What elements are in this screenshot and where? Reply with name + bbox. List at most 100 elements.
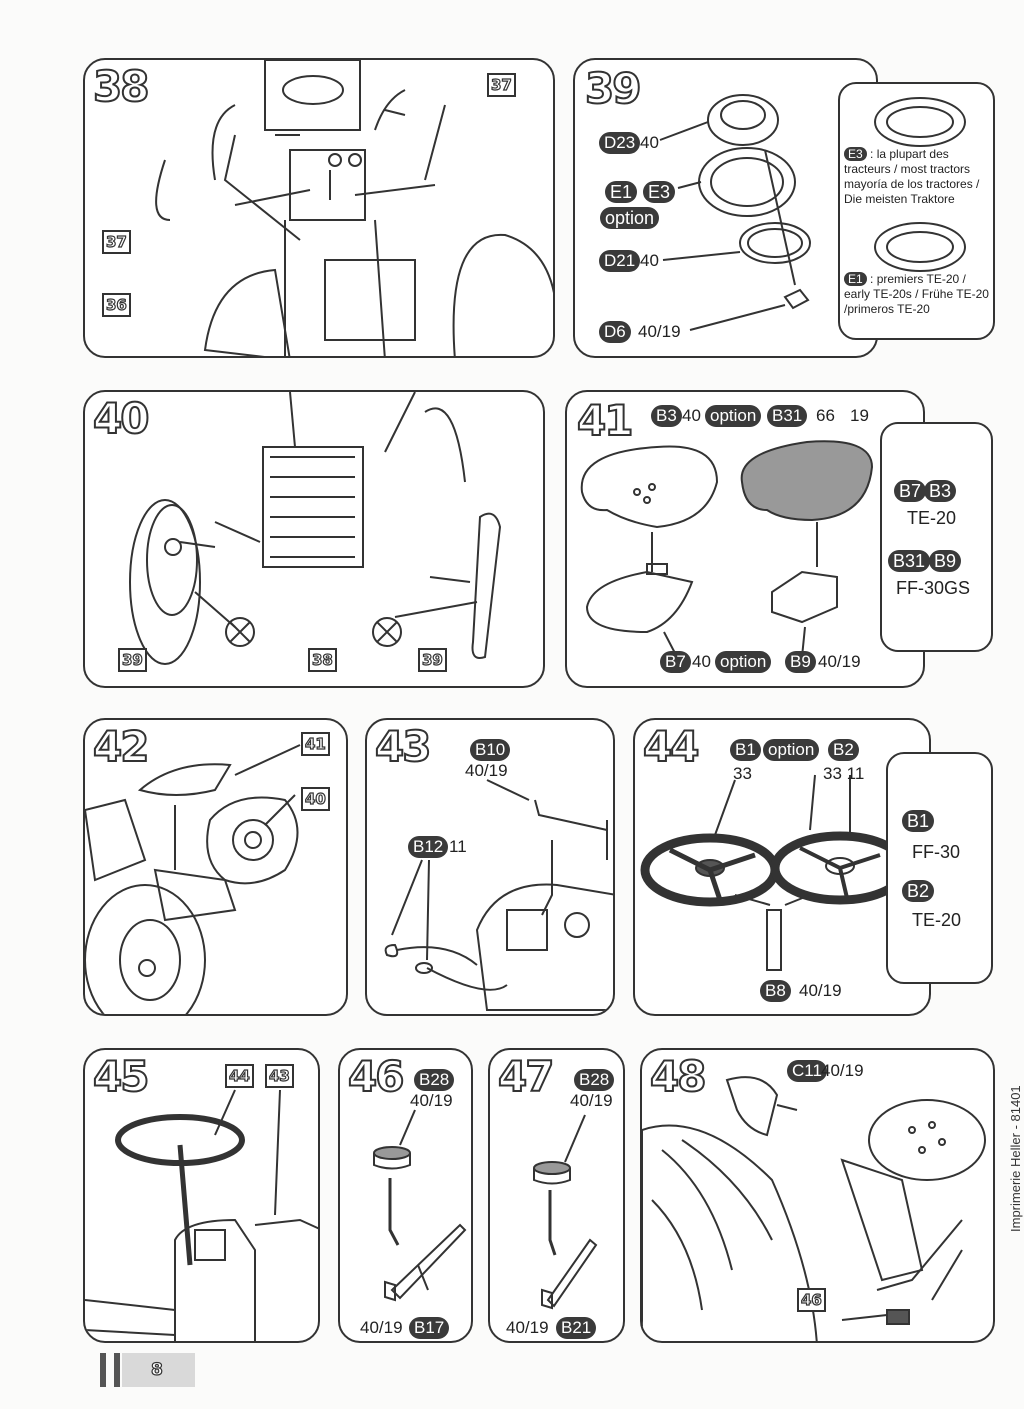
part-qty: 40/19 — [638, 322, 681, 341]
part-qty: 40 — [692, 652, 711, 671]
step-40-drawing — [129, 392, 502, 665]
part-code: B10 — [470, 739, 511, 761]
page-number: 8 — [150, 1359, 163, 1380]
step-42-drawing — [85, 744, 301, 1014]
step-47-panel: 47 B28 40/19 40/19 B21 — [488, 1048, 625, 1343]
part-qty: 40/19 — [570, 1091, 613, 1110]
part-qty: 40/19 — [821, 1061, 864, 1080]
part-code: E1 — [605, 181, 638, 203]
step-45-drawing — [85, 1089, 318, 1341]
step-39-notes-box: E3 : la plupart des tracteurs / most tra… — [838, 82, 995, 340]
variant-label: TE-20 — [907, 508, 957, 528]
part-code: B21 — [556, 1317, 597, 1339]
page-marker-bar — [114, 1353, 120, 1387]
ref-step-39: 39 — [118, 648, 147, 672]
part-code: B2 — [902, 880, 935, 902]
ref-step-46: 46 — [797, 1288, 826, 1312]
part-qty: 11 — [449, 837, 467, 856]
step-number: 43 — [374, 722, 432, 771]
step-38-drawing — [155, 60, 553, 356]
step-44-drawing — [640, 774, 910, 971]
part-qty: 40/19 — [360, 1318, 403, 1337]
ref-step-41: 41 — [301, 732, 330, 756]
step-42-panel: 42 41 40 — [83, 718, 348, 1016]
step-38-panel: 38 37 37 36 — [83, 58, 555, 358]
ref-step-38: 38 — [308, 648, 337, 672]
step-number: 44 — [642, 722, 700, 771]
step-47-drawing — [533, 1114, 598, 1310]
part-code: B31 — [767, 405, 808, 427]
step-43-drawing — [384, 779, 613, 1011]
step-48-panel: 48 C11 40/19 46 — [640, 1048, 995, 1343]
step-39-drawing — [659, 94, 811, 331]
part-qty: 66 — [816, 406, 835, 425]
part-code: B1 — [902, 810, 935, 832]
part-code: B31 — [888, 550, 931, 572]
option-label: option — [763, 739, 820, 761]
part-qty: 40/19 — [410, 1091, 453, 1110]
part-code: B28 — [414, 1069, 455, 1091]
note-e1: E1 : premiers TE-20 / early TE-20s / Frü… — [844, 272, 994, 317]
step-41-panel: 41 B3 40 option B31 66 19 B7 40 option B… — [565, 390, 925, 688]
step-48-drawing — [642, 1076, 986, 1341]
part-code: B28 — [574, 1069, 615, 1091]
part-qty: 40 — [640, 251, 659, 270]
part-code: E3 — [643, 181, 676, 203]
part-qty: 40/19 — [506, 1318, 549, 1337]
page-marker-bar — [100, 1353, 106, 1387]
part-qty: 40/19 — [465, 761, 508, 780]
option-label: option — [715, 651, 772, 673]
part-code: B9 — [929, 550, 962, 572]
variant-label: FF-30 — [912, 842, 961, 862]
part-code: B9 — [785, 651, 816, 673]
part-qty: 33 — [733, 764, 752, 783]
step-45-panel: 45 44 43 — [83, 1048, 320, 1343]
step-41-variants-box: B7 B3 TE-20 B31 B9 FF-30GS — [880, 422, 993, 652]
part-qty: 40/19 — [799, 981, 842, 1000]
step-number: 39 — [584, 64, 642, 113]
variant-label: FF-30GS — [896, 578, 971, 598]
part-code: E1 — [844, 272, 867, 286]
ref-step-37: 37 — [487, 73, 516, 97]
part-code: C11 — [787, 1060, 827, 1082]
ref-step-40: 40 — [301, 787, 330, 811]
part-code: D23 — [599, 132, 641, 154]
step-46-panel: 46 B28 40/19 40/19 B17 — [338, 1048, 473, 1343]
step-number: 42 — [92, 722, 150, 771]
part-code: B17 — [409, 1317, 450, 1339]
step-number: 48 — [649, 1052, 707, 1101]
step-number: 47 — [497, 1052, 555, 1101]
part-code: D6 — [599, 321, 631, 343]
step-46-drawing — [373, 1109, 467, 1302]
note-text: : la plupart des tracteurs / most tracto… — [844, 147, 980, 206]
part-code: B8 — [760, 980, 791, 1002]
ref-step-39: 39 — [418, 648, 447, 672]
step-40-panel: 40 39 38 39 — [83, 390, 545, 688]
part-code: B3 — [651, 405, 682, 427]
step-44-variants-box: B1 FF-30 B2 TE-20 — [886, 752, 993, 984]
ref-step-44: 44 — [225, 1064, 254, 1088]
part-qty: 40 — [682, 406, 701, 425]
part-qty: 40/19 — [818, 652, 861, 671]
option-label: option — [705, 405, 762, 427]
step-number: 46 — [347, 1052, 405, 1101]
part-code: B2 — [828, 739, 859, 761]
step-number: 40 — [92, 394, 150, 443]
part-code: B1 — [730, 739, 761, 761]
part-code: B3 — [924, 480, 957, 502]
step-41-drawing — [580, 440, 874, 658]
part-qty: 40 — [640, 133, 659, 152]
page-number-box — [122, 1353, 195, 1387]
step-44-panel: 44 B1 option B2 33 33 11 B8 40/19 — [633, 718, 931, 1016]
part-code: E3 — [844, 147, 867, 161]
step-number: 38 — [92, 62, 150, 111]
part-qty: 33 11 — [823, 764, 865, 783]
step-number: 45 — [92, 1052, 150, 1101]
note-text: : premiers TE-20 / early TE-20s / Frühe … — [844, 272, 989, 316]
part-code: B7 — [894, 480, 927, 502]
ref-step-37: 37 — [102, 230, 131, 254]
part-code: B12 — [408, 836, 449, 858]
part-code: D21 — [599, 250, 641, 272]
variant-label: TE-20 — [912, 910, 962, 930]
part-qty: 19 — [850, 406, 869, 425]
